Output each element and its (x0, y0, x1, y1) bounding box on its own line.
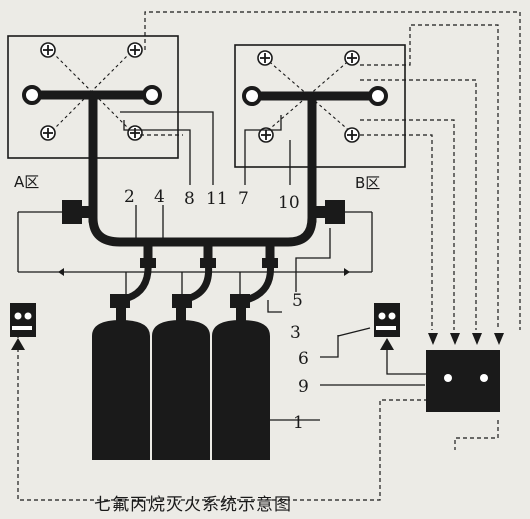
cylinder-1 (92, 320, 150, 460)
diagram-title: 七氟丙烷灭火系统示意图 (94, 495, 292, 515)
zone-b-room (234, 44, 406, 168)
label-1: 1 (293, 413, 304, 433)
cylinder-valves (110, 258, 278, 308)
nozzle-icon (142, 85, 162, 105)
nozzle-icon (22, 85, 42, 105)
nozzles (22, 85, 388, 106)
cylinder-3 (212, 320, 270, 460)
pilot-lines (17, 111, 425, 421)
label-5: 5 (292, 291, 303, 311)
label-3: 3 (290, 323, 301, 343)
selector-valves (62, 200, 345, 224)
label-11: 11 (206, 189, 228, 209)
zone-b-label: B区 (355, 174, 380, 192)
zone-a-label: A区 (14, 173, 39, 191)
nozzle-icon (242, 86, 262, 106)
control-wiring (17, 11, 521, 501)
nozzle-icon (368, 86, 388, 106)
start-cylinder-left (10, 303, 36, 350)
label-9: 9 (298, 377, 309, 397)
start-cylinder-right (374, 303, 426, 375)
label-6: 6 (298, 349, 309, 369)
zone-b-detector-links (264, 57, 353, 134)
detector-crosses (43, 45, 357, 140)
label-7: 7 (238, 189, 249, 209)
pipe-network (27, 90, 383, 267)
selector-valve-a-icon (62, 200, 82, 224)
check-valve-icons (58, 268, 350, 276)
label-4: 4 (154, 187, 165, 207)
cylinder-2 (152, 320, 210, 460)
label-2: 2 (124, 187, 135, 207)
agent-cylinders (92, 308, 270, 460)
label-8: 8 (184, 189, 195, 209)
label-10: 10 (278, 193, 300, 213)
control-panel (426, 333, 504, 412)
selector-valve-b-icon (325, 200, 345, 224)
